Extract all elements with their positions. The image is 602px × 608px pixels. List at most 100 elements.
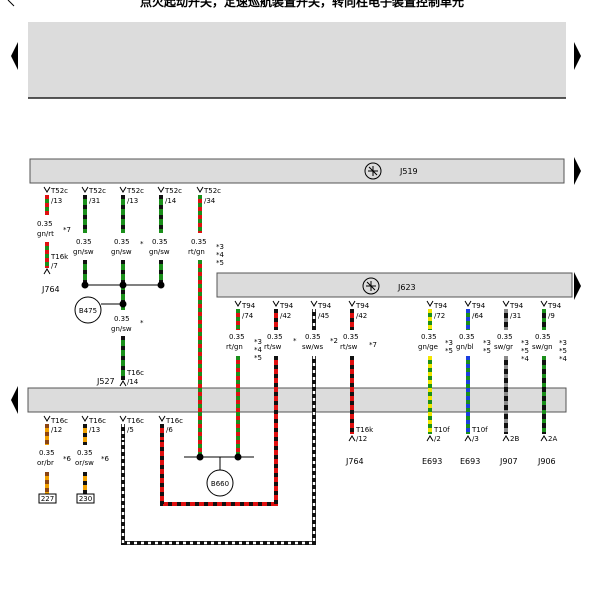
j623-pin6-size: 0.35	[459, 333, 475, 341]
junction-dot	[81, 281, 89, 289]
j623-pin5-conn: T94	[433, 302, 448, 310]
j519-pin5-size: 0.35	[191, 238, 207, 246]
wire-j519-1	[43, 186, 51, 275]
j623-pin3-size: 0.35	[305, 333, 321, 341]
unit-icon-j519	[364, 162, 382, 180]
e693-a-label: E693	[422, 457, 442, 466]
wire-j519-4	[157, 186, 165, 285]
ground-227-label: 227	[41, 495, 54, 503]
t10f-2-conn: T10f	[433, 426, 450, 434]
j623-pin2-color: rt/sw	[264, 343, 282, 351]
wire-j623-2	[160, 300, 280, 506]
junction-dot	[196, 453, 204, 461]
back-icon[interactable]	[7, 0, 15, 7]
j519-pin1-conn: T52c	[50, 187, 68, 195]
j623-pin7-size: 0.35	[497, 333, 513, 341]
j519-pin3-conn: T52c	[126, 187, 144, 195]
j623-pin3-conn: T94	[317, 302, 332, 310]
j623-pin1-size: 0.35	[229, 333, 245, 341]
lower-pin1-color: or/br	[37, 459, 54, 467]
wire-j623-8	[540, 300, 548, 442]
wire-j623-7	[502, 300, 510, 442]
lower-pin1-pin: /12	[51, 426, 62, 434]
prev-page-arrow-icon[interactable]	[11, 42, 18, 70]
j519-pin3-size: 0.35	[114, 238, 130, 246]
lower-pin4-conn: T16c	[165, 417, 183, 425]
j623-pin8-pin: /9	[548, 312, 555, 320]
wire-lower-1	[43, 415, 51, 494]
j623-pin1-conn: T94	[241, 302, 256, 310]
next-arrow-j623-icon[interactable]	[574, 272, 581, 300]
ground-230-box	[76, 493, 95, 504]
lower-pin2-color: or/sw	[75, 459, 94, 467]
j519-pin3-pin: /13	[127, 197, 138, 205]
b475-wire-note: *	[140, 319, 144, 327]
j519-bar	[29, 158, 565, 184]
junction-dot	[119, 281, 127, 289]
j906-label: J906	[537, 457, 556, 466]
j519-label: J519	[399, 167, 418, 176]
j623-pin4-conn: T94	[355, 302, 370, 310]
j623-pin6-pin: /64	[472, 312, 484, 320]
lower-pin2-pin: /13	[89, 426, 100, 434]
j519-pin2-pin: /31	[89, 197, 100, 205]
next-page-arrow-icon[interactable]	[574, 42, 581, 70]
header-panel	[28, 22, 566, 98]
j519-pin2-conn: T52c	[88, 187, 106, 195]
lower-pin1-conn: T16c	[50, 417, 68, 425]
j623-pin2-size: 0.35	[267, 333, 283, 341]
j519-pin1-note: *7	[63, 226, 71, 234]
lower-pin1-size: 0.35	[39, 449, 55, 457]
b475-wire-size: 0.35	[114, 315, 130, 323]
ground-227-box	[38, 493, 57, 504]
pin-2b: 2B	[510, 435, 519, 443]
j519-pin4-size: 0.35	[152, 238, 168, 246]
lower-bar	[27, 387, 567, 413]
j519-pin2-size: 0.35	[76, 238, 92, 246]
lower-pin2-conn: T16c	[88, 417, 106, 425]
j519-pin5-color: rt/gn	[188, 248, 205, 256]
j623-pin6-color: gn/bl	[456, 343, 474, 351]
j623-pin1-note: *3*4*5	[254, 338, 263, 362]
j519-pin3-note: *	[140, 240, 144, 248]
j623-pin7-note: *3*5*4	[521, 339, 530, 363]
j623-pin4-pin: /42	[356, 312, 367, 320]
j623-pin8-conn: T94	[547, 302, 562, 310]
next-arrow-j519-icon[interactable]	[574, 157, 581, 185]
ground-230-label: 230	[79, 495, 92, 503]
j623-pin6-note: *3*5	[483, 339, 491, 355]
j623-pin5-pin: /72	[434, 312, 445, 320]
prev-arrow-lower-icon[interactable]	[11, 386, 18, 414]
j623-pin8-note: *3*5*4	[559, 339, 568, 363]
b475-splice	[74, 296, 102, 324]
j623-pin5-note: *3*5	[445, 339, 453, 355]
j623-pin8-size: 0.35	[535, 333, 551, 341]
page-title: 点火起动开关，定速巡航装置开关，转向柱电子装置控制单元	[140, 0, 464, 9]
t16k-12-conn: T16k	[355, 426, 374, 434]
j623-pin7-pin: /31	[510, 312, 521, 320]
j623-pin3-color: sw/ws	[302, 343, 323, 351]
j519-pin2-color: gn/sw	[73, 248, 94, 256]
junction-dot	[234, 453, 242, 461]
b475-label: B475	[79, 307, 97, 315]
j623-pin3-note: *2	[330, 337, 338, 345]
j519-pin5-note: *3*4*5	[216, 243, 225, 267]
wire-j623-5	[426, 300, 434, 442]
j623-pin2-note: *	[293, 337, 297, 345]
wire-j623-4	[348, 300, 356, 442]
b475-wire-color: gn/sw	[111, 325, 132, 333]
j764-right-label: J764	[345, 457, 364, 466]
wire-lower-2	[81, 415, 89, 494]
t10f-3-pin: /3	[472, 435, 479, 443]
j623-pin4-note: *7	[369, 341, 377, 349]
unit-icon-j623	[362, 277, 380, 295]
t10f-3-conn: T10f	[471, 426, 488, 434]
j519-pin1-pin: /13	[51, 197, 62, 205]
t16k-left-pin: /7	[51, 262, 58, 270]
junction-dot	[157, 281, 165, 289]
lower-pin3-pin: /5	[127, 426, 134, 434]
wire-j623-6	[464, 300, 472, 442]
j623-pin5-color: gn/ge	[418, 343, 438, 351]
j519-pin4-color: gn/sw	[149, 248, 170, 256]
